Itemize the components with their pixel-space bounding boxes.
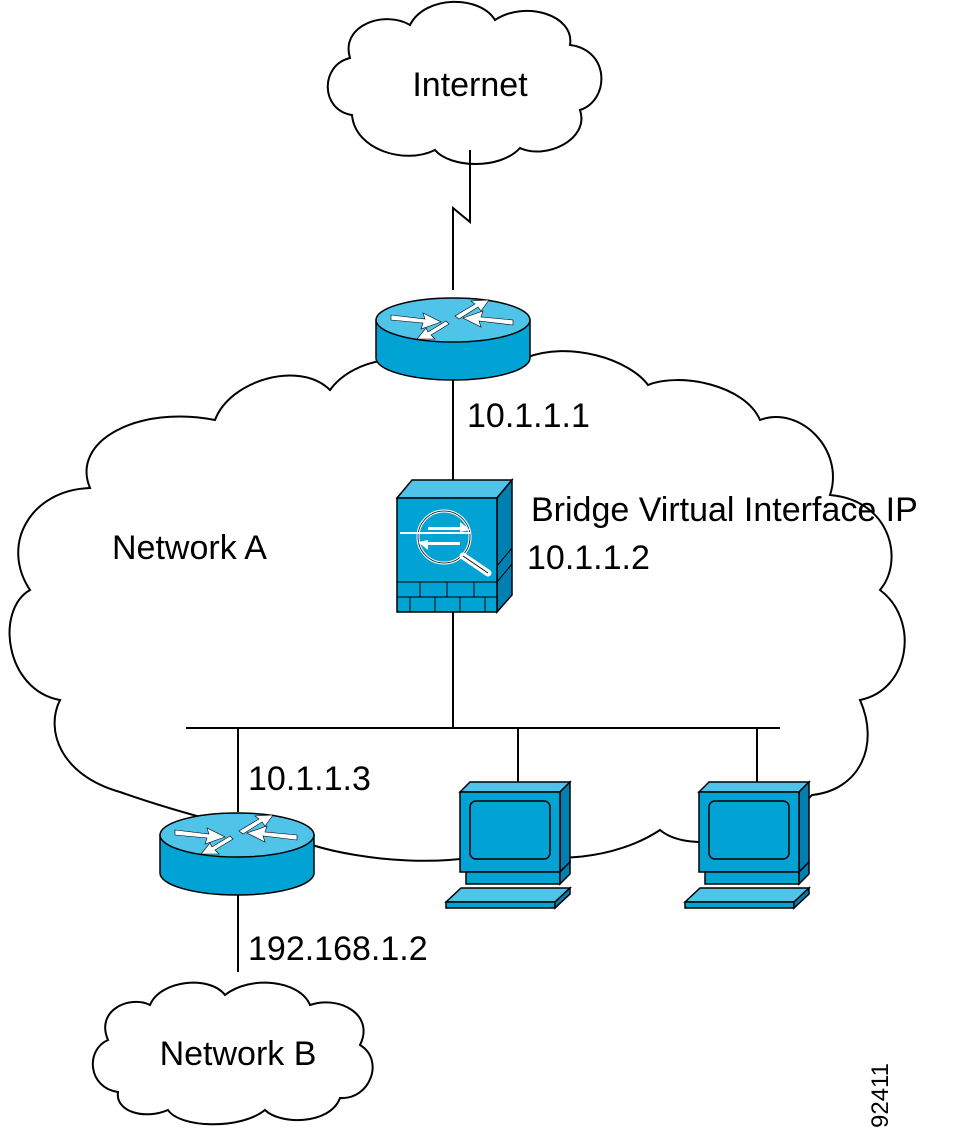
- router-bottom-outside-ip: 192.168.1.2: [248, 930, 428, 968]
- internet-label: Internet: [412, 66, 528, 104]
- firewall-icon: [395, 477, 514, 614]
- network-a-label: Network A: [112, 529, 267, 567]
- router-bottom-inside-ip: 10.1.1.3: [248, 760, 371, 798]
- workstation-icon: [444, 780, 572, 910]
- network-b-label: Network B: [160, 1035, 317, 1073]
- workstation-icon: [683, 780, 811, 910]
- internet-cloud: [326, 0, 603, 165]
- bvi-ip: 10.1.1.2: [527, 539, 650, 577]
- figure-number: 92411: [867, 1063, 894, 1128]
- network-b-cloud: [91, 981, 374, 1126]
- router-icon: [159, 812, 315, 896]
- router-top-ip: 10.1.1.1: [467, 397, 590, 435]
- bvi-title: Bridge Virtual Interface IP: [531, 491, 918, 529]
- router-icon: [375, 297, 531, 381]
- internet-serial-link: [452, 150, 471, 290]
